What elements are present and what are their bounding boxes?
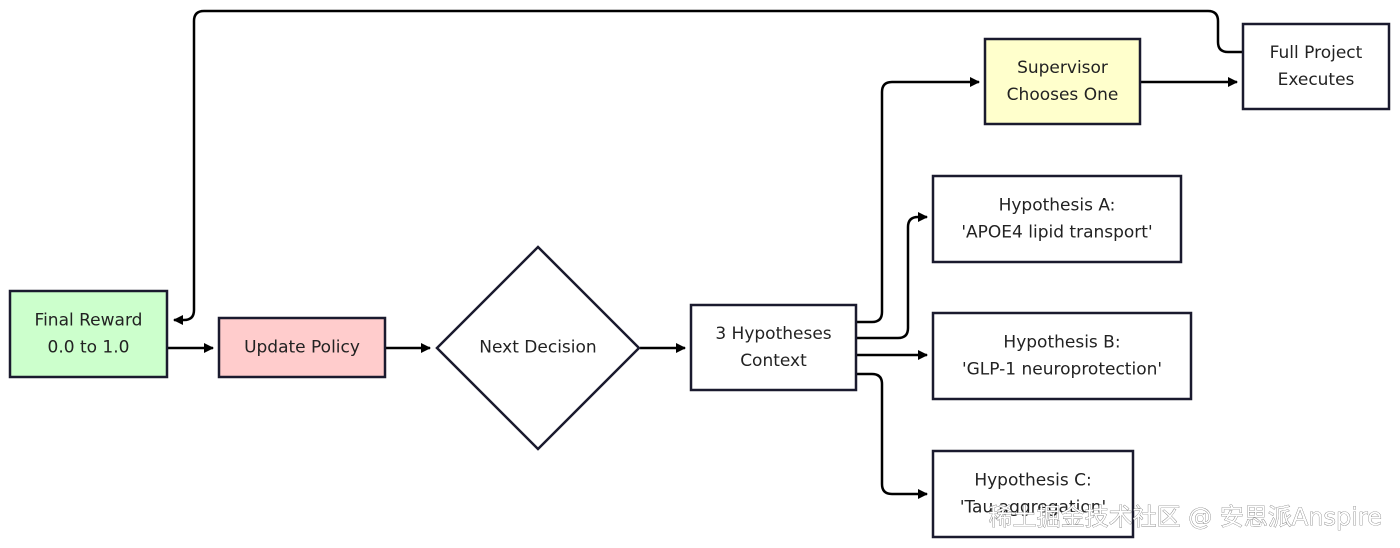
node-line-final-reward-1: Final Reward <box>35 311 143 331</box>
node-line-hypothesis-b-2: 'GLP-1 neuroprotection' <box>962 360 1162 380</box>
node-supervisor-box <box>983 37 1142 126</box>
node-line-hypothesis-b-1: Hypothesis B: <box>1003 333 1120 353</box>
node-update-policy-box <box>217 316 387 379</box>
node-hypothesis-b: Hypothesis B: 'GLP-1 neuroprotection' <box>931 311 1193 401</box>
node-line-supervisor-2: Chooses One <box>1007 85 1119 105</box>
node-line-hypothesis-a-1: Hypothesis A: <box>999 196 1116 216</box>
node-final-reward-text: Final Reward 0.0 to 1.0 <box>35 311 143 358</box>
watermark-text: 稀土掘金技术社区 @ 安思派Anspire <box>989 503 1382 531</box>
node-line-final-reward-2: 0.0 to 1.0 <box>48 338 130 358</box>
node-line-supervisor-1: Supervisor <box>1017 58 1108 78</box>
node-line-full-project-2: Executes <box>1278 70 1355 90</box>
node-update-policy-text: Update Policy <box>244 338 360 358</box>
edge-context-to-supervisor <box>857 77 980 324</box>
node-line-next-decision-1: Next Decision <box>479 338 596 358</box>
node-line-hypothesis-a-2: 'APOE4 lipid transport' <box>961 223 1152 243</box>
node-line-update-policy-1: Update Policy <box>244 338 360 358</box>
node-hypothesis-c-box <box>931 449 1135 539</box>
node-line-hypothesis-c-2: 'Tau aggregation' <box>960 498 1106 518</box>
node-next-decision: Next Decision <box>435 245 641 451</box>
node-hypothesis-a-box <box>931 174 1183 264</box>
node-hypothesis-a-text: Hypothesis A: 'APOE4 lipid transport' <box>961 196 1152 243</box>
node-final-reward: Final Reward 0.0 to 1.0 <box>8 289 169 379</box>
node-line-hypotheses-context-1: 3 Hypotheses <box>715 324 831 344</box>
node-next-decision-diamond <box>435 245 641 451</box>
node-full-project-box <box>1241 22 1391 111</box>
node-line-full-project-1: Full Project <box>1270 43 1363 63</box>
node-hypothesis-c-text: Hypothesis C: 'Tau aggregation' <box>960 471 1106 518</box>
node-hypothesis-c: Hypothesis C: 'Tau aggregation' <box>931 449 1135 539</box>
node-line-hypotheses-context-2: Context <box>740 351 807 371</box>
node-hypothesis-b-text: Hypothesis B: 'GLP-1 neuroprotection' <box>962 333 1162 380</box>
node-hypothesis-a: Hypothesis A: 'APOE4 lipid transport' <box>931 174 1183 264</box>
node-final-reward-box <box>8 289 169 379</box>
node-next-decision-text: Next Decision <box>479 338 596 358</box>
node-line-hypothesis-c-1: Hypothesis C: <box>974 471 1091 491</box>
edge-context-to-hypothesis-c <box>857 372 928 499</box>
node-update-policy: Update Policy <box>217 316 387 379</box>
edge-full-project-to-final-reward <box>173 9 1243 325</box>
node-hypotheses-context-box <box>689 303 858 392</box>
edges <box>168 9 1243 499</box>
edge-context-to-hypothesis-a <box>857 212 928 340</box>
node-hypothesis-b-box <box>931 311 1193 401</box>
